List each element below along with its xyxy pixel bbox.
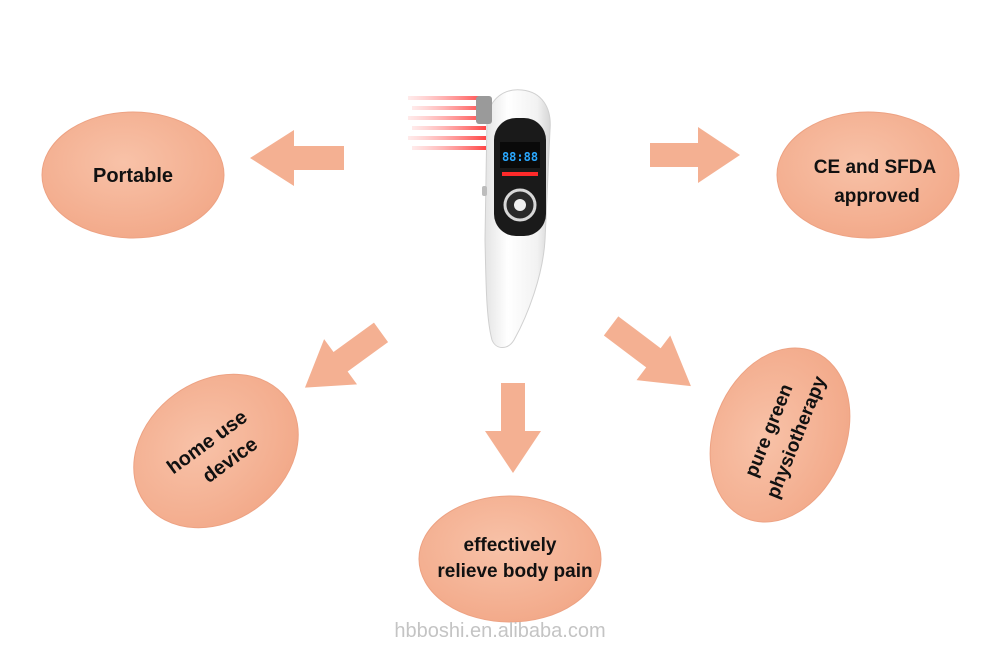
display-indicator [502, 172, 538, 176]
feature-home-use: home use device [133, 373, 299, 529]
control-button-center [514, 199, 526, 211]
feature-portable: Portable [41, 111, 225, 239]
bubble-portable [41, 111, 225, 239]
display-window [500, 142, 540, 168]
bubble-physiotherapy [709, 347, 851, 523]
label-pain-line2: relieve body pain [437, 561, 592, 582]
arrow-to-ce-approved [650, 127, 740, 183]
feature-ce-approved: CE and SFDA approved [776, 111, 960, 239]
arrow-to-portable [250, 130, 344, 186]
arrow-to-physiotherapy [603, 316, 691, 387]
display-digits: 88:88 [502, 150, 538, 164]
laser-therapy-device: 88:88 [408, 89, 551, 348]
arrow-to-home-use [304, 322, 389, 388]
laser-head [476, 96, 492, 124]
arrow-to-body-pain [485, 383, 541, 473]
label-ce-line2: approved [834, 186, 920, 207]
label-portable: Portable [93, 165, 173, 187]
bubble-home-use [133, 373, 299, 529]
bubble-ce-approved [776, 111, 960, 239]
label-pain-line1: effectively [464, 535, 557, 556]
feature-body-pain: effectively relieve body pain [418, 495, 602, 623]
watermark: hbboshi.en.alibaba.com [394, 620, 606, 642]
laser-beams [408, 96, 486, 150]
feature-physiotherapy: pure green physiotherapy [709, 347, 851, 523]
label-ce-line1: CE and SFDA [814, 157, 937, 178]
side-switch [482, 186, 487, 196]
bubble-body-pain [418, 495, 602, 623]
